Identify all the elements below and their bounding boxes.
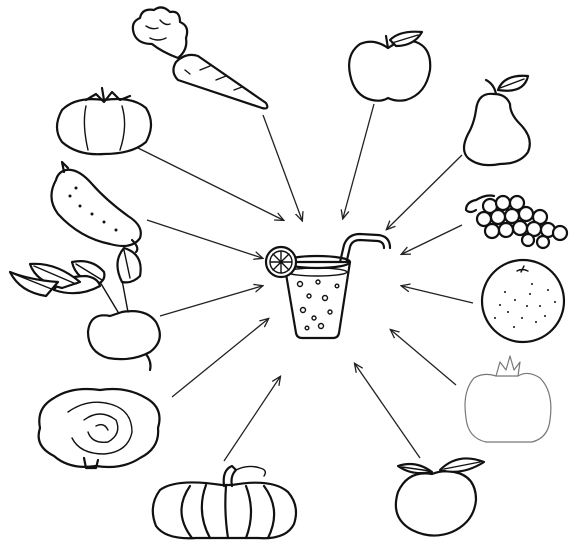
- arrow-apple: [343, 104, 374, 218]
- arrow-beet: [160, 286, 262, 316]
- apple-icon: [349, 32, 430, 101]
- arrow-cabbage: [172, 319, 268, 397]
- cabbage-icon: [39, 389, 160, 468]
- arrow-grapes: [402, 225, 462, 254]
- pumpkin-icon: [153, 466, 296, 538]
- arrow-pumpkin: [224, 377, 280, 461]
- peach-icon: [396, 458, 484, 535]
- arrow-tomato: [138, 148, 283, 220]
- grapes-icon: [466, 196, 567, 249]
- tomato-icon: [57, 88, 151, 154]
- cucumber-icon: [51, 162, 140, 252]
- pear-icon: [464, 76, 530, 165]
- carrot-icon: [133, 7, 267, 108]
- beet-icon: [10, 248, 160, 370]
- arrow-pomegranate: [391, 330, 456, 385]
- pomegranate-icon: [465, 356, 551, 442]
- arrow-orange: [402, 286, 473, 303]
- juice-glass-icon: [266, 234, 390, 338]
- arrow-carrot: [263, 115, 302, 220]
- arrow-pear: [387, 155, 462, 229]
- arrow-peach: [355, 364, 420, 458]
- orange-icon: [482, 260, 564, 342]
- arrow-cucumber: [147, 220, 262, 258]
